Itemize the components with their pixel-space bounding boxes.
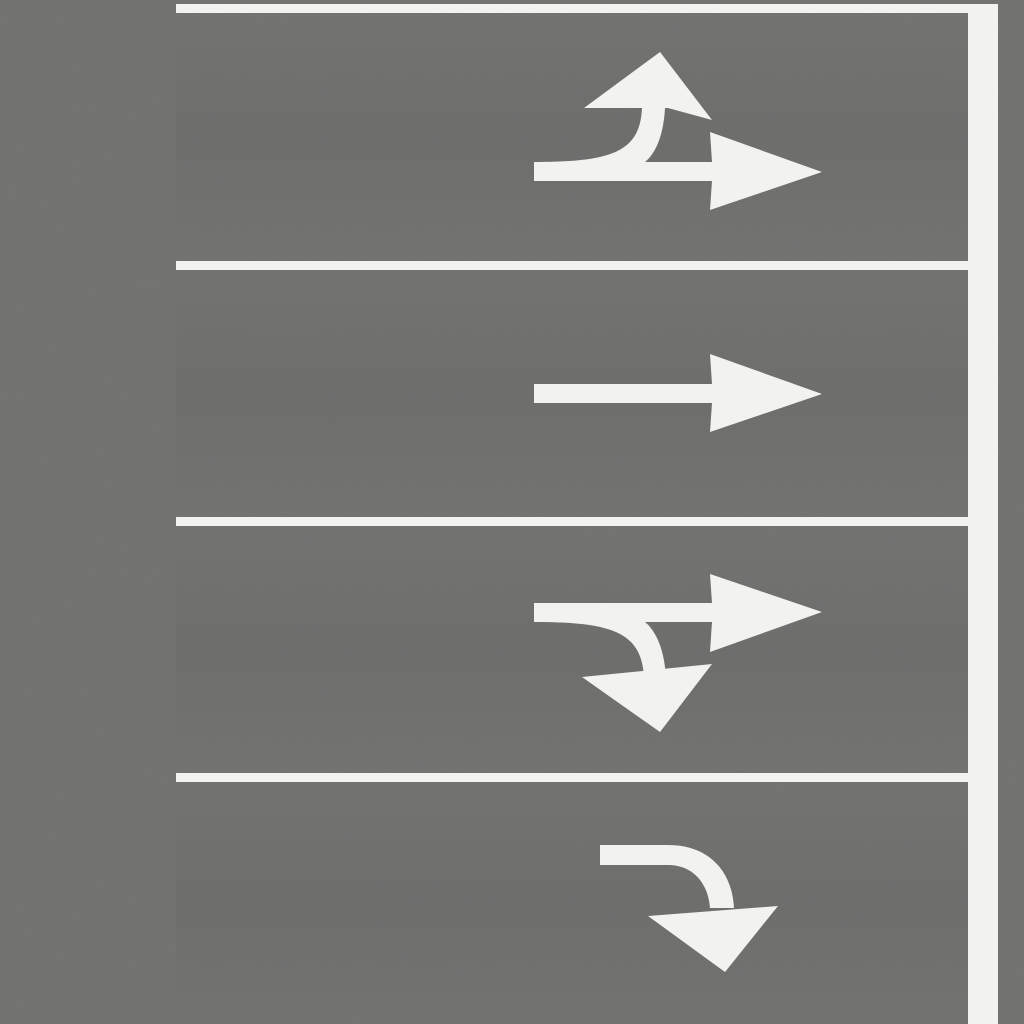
straight-arrow-icon [534, 354, 822, 432]
right-turn-arrow-icon [600, 845, 778, 972]
lane-line-3 [176, 773, 970, 782]
lane-line-2 [176, 517, 970, 526]
straight-and-right-arrow-icon [534, 574, 822, 732]
stop-line [968, 4, 998, 1024]
left-and-straight-arrow-icon [534, 52, 822, 210]
lane-line-1 [176, 261, 970, 270]
lane-line-top [176, 4, 998, 13]
